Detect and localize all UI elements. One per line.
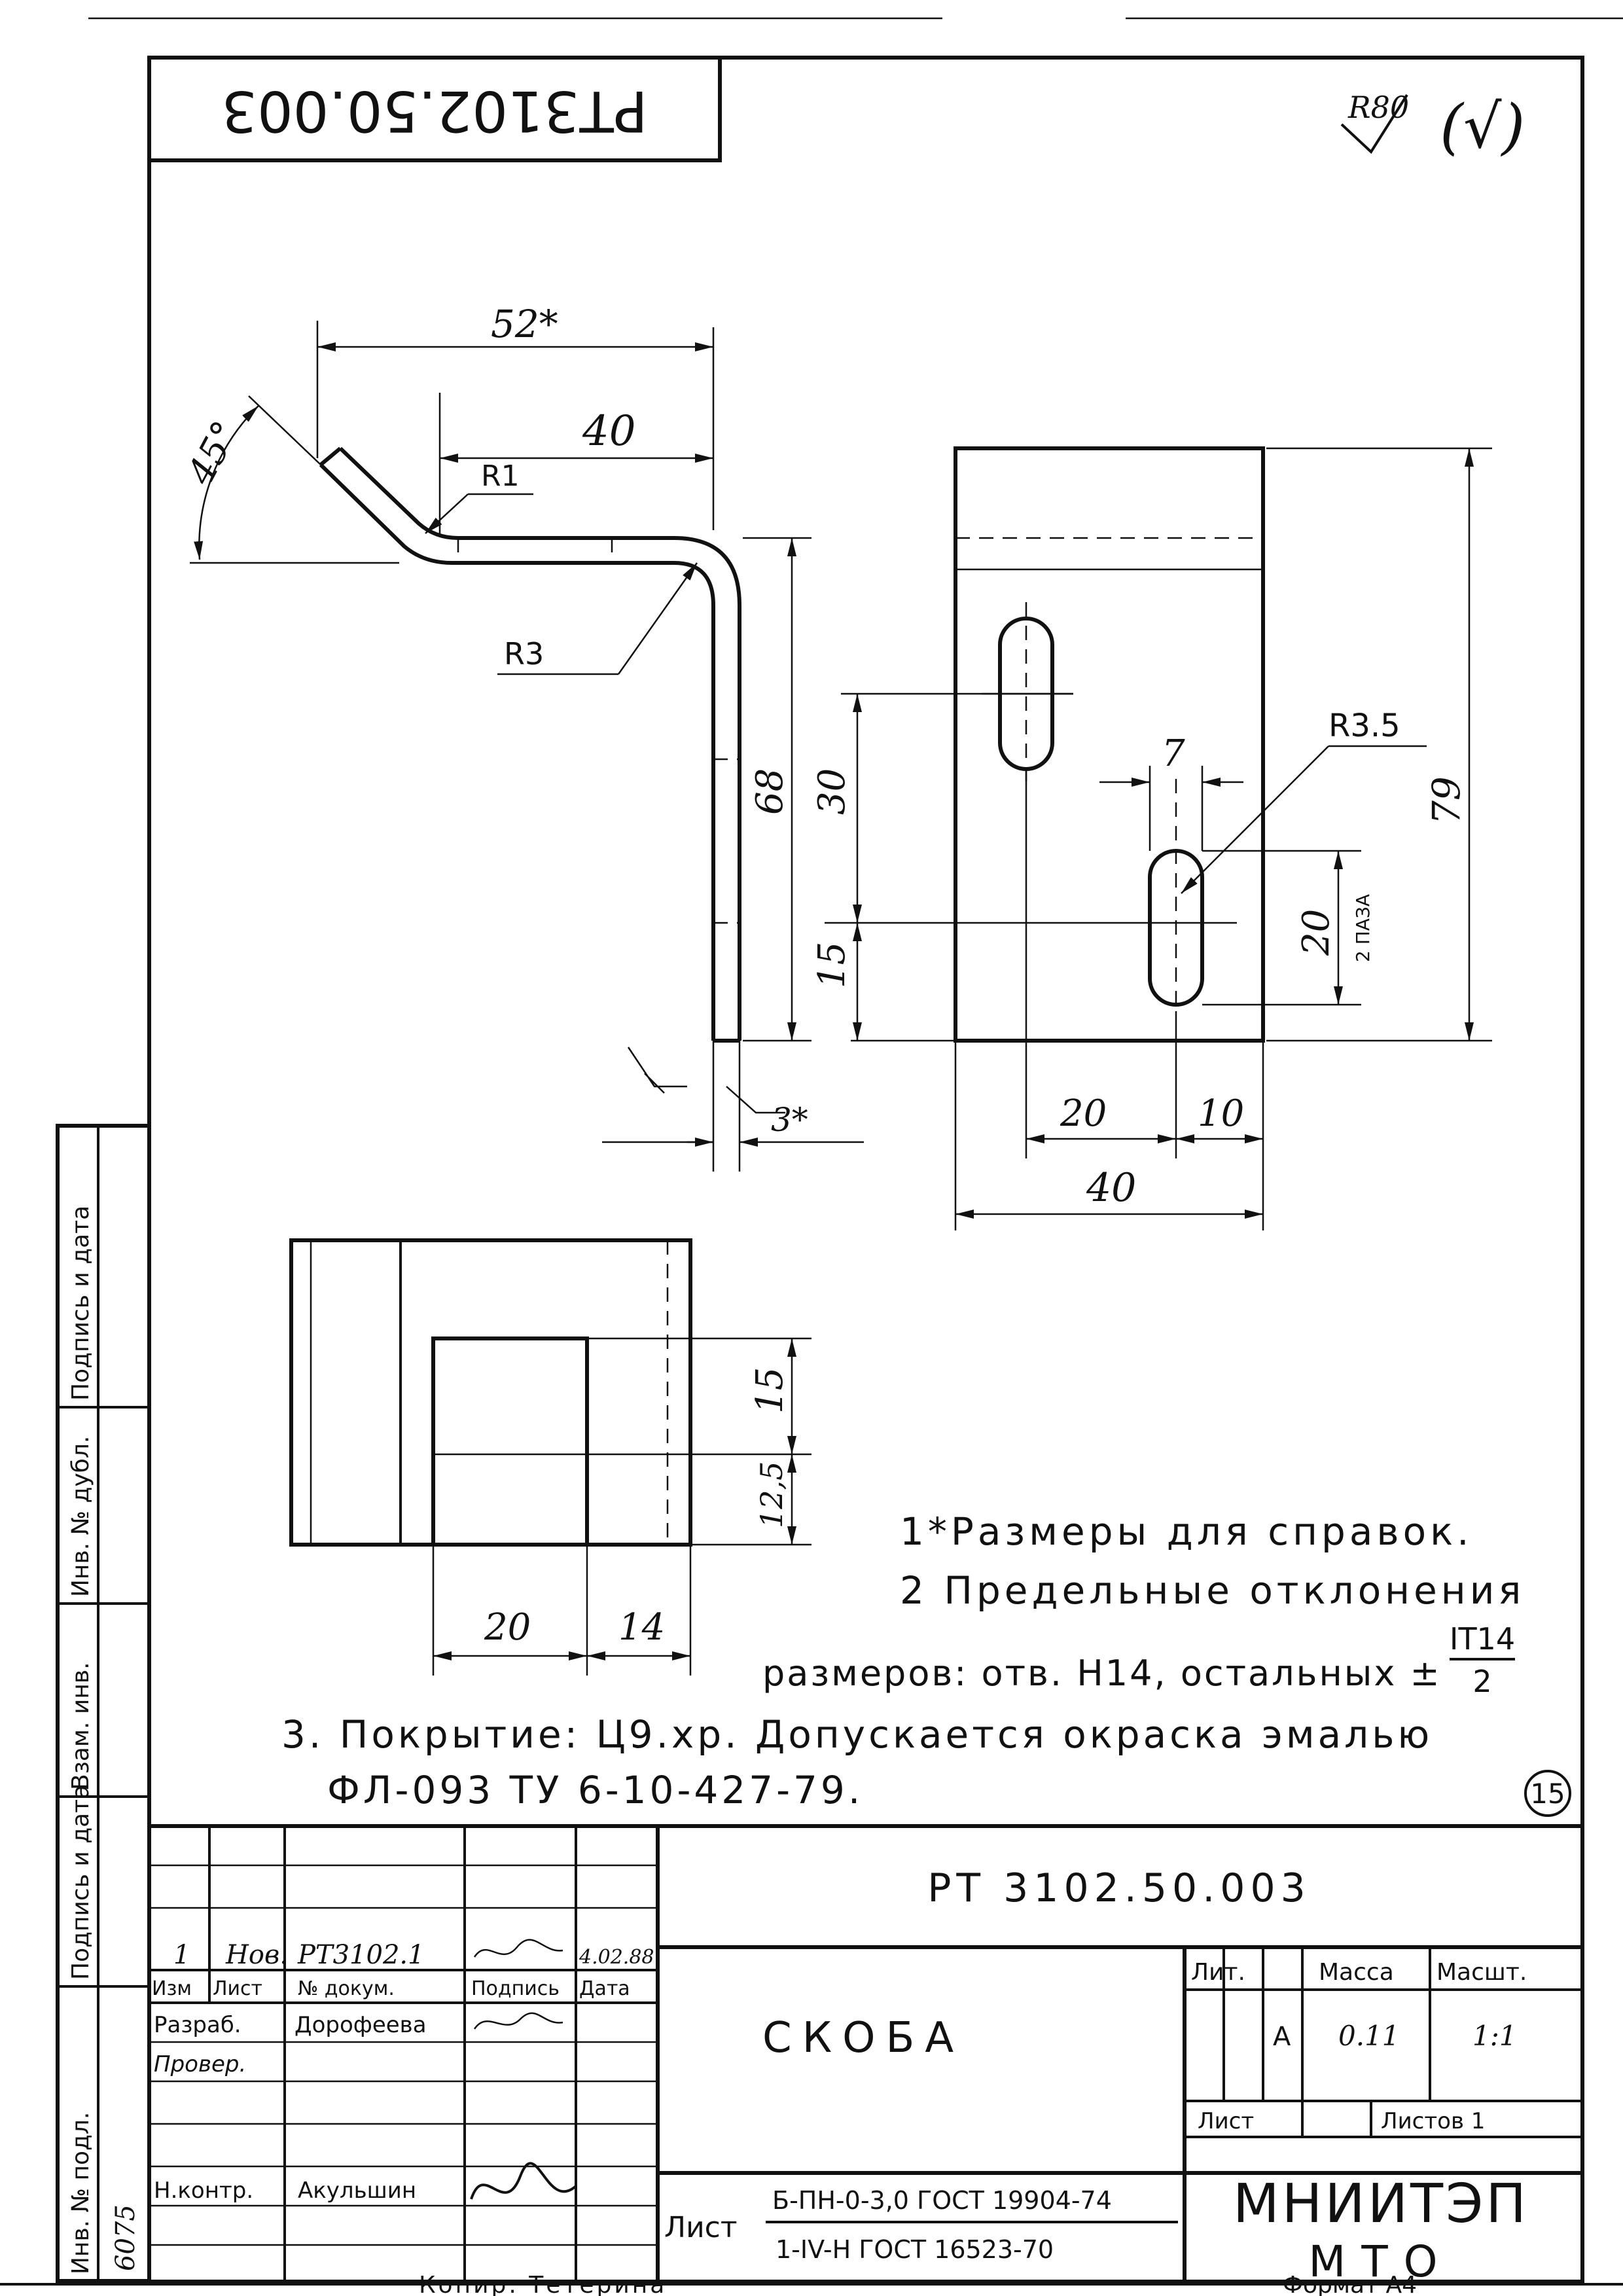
note-2b: размеров: отв. H14, остальных ±: [762, 1653, 1442, 1694]
massa-label: Масса: [1319, 1959, 1394, 1986]
part-name: СКОБА: [762, 2014, 964, 2062]
rev-signature: [473, 1939, 563, 1958]
header-doc: № докум.: [298, 1977, 395, 2000]
prover-label: Провер.: [154, 2051, 246, 2077]
dim-40-bottom: 40: [1086, 1165, 1136, 1211]
header-list: Лист: [213, 1977, 262, 2000]
dim-68: 68: [749, 768, 791, 815]
designation: PT 3102.50.003: [927, 1865, 1311, 1911]
nkontr-signature: [470, 2162, 577, 2200]
angle-ext: [248, 395, 321, 465]
dim-15-left: 15: [811, 942, 853, 988]
lit-label: Лит.: [1191, 1959, 1245, 1986]
razrab-name: Дорофеева: [294, 2012, 427, 2038]
leader-r1-arrow: [425, 493, 469, 534]
dim-14-lower: 14: [618, 1606, 665, 1649]
dim-10-bottom: 10: [1198, 1092, 1244, 1135]
rev-doc: PT3102.1: [297, 1940, 425, 1970]
header-date: Дата: [579, 1977, 630, 2000]
header-sign: Подпись: [471, 1977, 560, 2000]
dim-125: 12,5: [754, 1462, 789, 1528]
rev-num: 1: [173, 1940, 190, 1970]
lit-value: А: [1273, 2022, 1291, 2052]
roughness-other: (√): [1440, 92, 1525, 162]
sheets-label: Листов 1: [1381, 2108, 1485, 2134]
roughness-mark: [1340, 94, 1408, 154]
material-label: Лист: [664, 2211, 738, 2244]
nkontr-label: Н.контр.: [154, 2178, 253, 2204]
strip-inv-number: 6075: [111, 2204, 141, 2271]
masht-label: Масшт.: [1436, 1959, 1527, 1986]
leader-r35-arrow: [1181, 745, 1329, 894]
org-line-1: МНИИТЭП: [1233, 2173, 1529, 2235]
massa-value: 0.11: [1338, 2020, 1400, 2052]
dim-r3: R3: [504, 636, 544, 672]
dim-20-bottom: 20: [1060, 1092, 1107, 1135]
front-view: [954, 446, 1265, 1043]
title-block-grid: [149, 1824, 1582, 2281]
rev-date: 4.02.88: [579, 1946, 654, 1969]
bottom-view: [289, 1238, 692, 1547]
nkontr-name: Акульшин: [298, 2178, 416, 2204]
strip-inv-dubl: Инв. № дубл.: [67, 1436, 94, 1597]
dim-20-lower: 20: [484, 1606, 531, 1649]
top-code-box: [149, 58, 722, 162]
material-line-1: Б-ПН-0-3,0 ГОСТ 19904-74: [772, 2186, 1112, 2215]
dim-52: 52*: [491, 302, 558, 346]
dim-79: 79: [1424, 776, 1469, 825]
sheet-label: Лист: [1198, 2108, 1254, 2134]
circle-number: 15: [1530, 1778, 1565, 1810]
dim-3: 3*: [771, 1101, 808, 1139]
dim-20-slot: 20: [1295, 909, 1338, 956]
strip-vzam-inv: Взам. инв.: [67, 1662, 94, 1790]
note-2-denominator: 2: [1472, 1664, 1491, 1699]
header-izm: Изм: [152, 1977, 192, 2000]
section-mark-left: [627, 1047, 687, 1094]
strip-inv-podl: Инв. № подл.: [67, 2112, 94, 2274]
leader-r3-arrow: [617, 562, 698, 675]
kopir-label: Копир. Тетерина: [419, 2272, 667, 2296]
material-line-2: 1-IV-Н ГОСТ 16523-70: [776, 2235, 1054, 2264]
circle-mark: [1524, 1770, 1571, 1817]
rev-sheet: Нов.: [225, 1940, 288, 1970]
note-2a: 2 Предельные отклонения: [900, 1568, 1525, 1613]
dim-15-lower: 15: [749, 1367, 791, 1414]
top-code-inverted: PT3102.50.003: [221, 78, 648, 143]
side-view: [319, 446, 741, 1043]
dim-7: 7: [1162, 732, 1185, 775]
dim-30: 30: [811, 768, 853, 815]
razrab-label: Разраб.: [154, 2012, 241, 2038]
side-strip: [56, 1124, 151, 2283]
masht-value: 1:1: [1472, 2020, 1517, 2052]
section-mark-right: [726, 1086, 785, 1114]
note-3b: ФЛ-093 ТУ 6-10-427-79.: [327, 1768, 863, 1812]
note-3a: 3. Покрытие: Ц9.хр. Допускается окраска …: [281, 1712, 1433, 1757]
dim-r35: R3.5: [1329, 708, 1400, 744]
angle-45: 45°: [179, 414, 247, 492]
org-line-2: МТО: [1308, 2236, 1453, 2287]
dim-40-top: 40: [582, 407, 635, 456]
razrab-signature: [473, 2012, 563, 2030]
note-1: 1*Размеры для справок.: [900, 1509, 1473, 1554]
note-2-numerator: IT14: [1450, 1621, 1515, 1657]
slots-count: 2 ПАЗА: [1352, 894, 1374, 962]
strip-podpis-1: Подпись и дата: [67, 1785, 94, 1980]
strip-podpis-2: Подпись и дата: [67, 1206, 94, 1401]
dim-r1: R1: [481, 459, 520, 493]
angle-45-arc: [194, 405, 259, 560]
format-label: Формат А4: [1283, 2272, 1417, 2296]
